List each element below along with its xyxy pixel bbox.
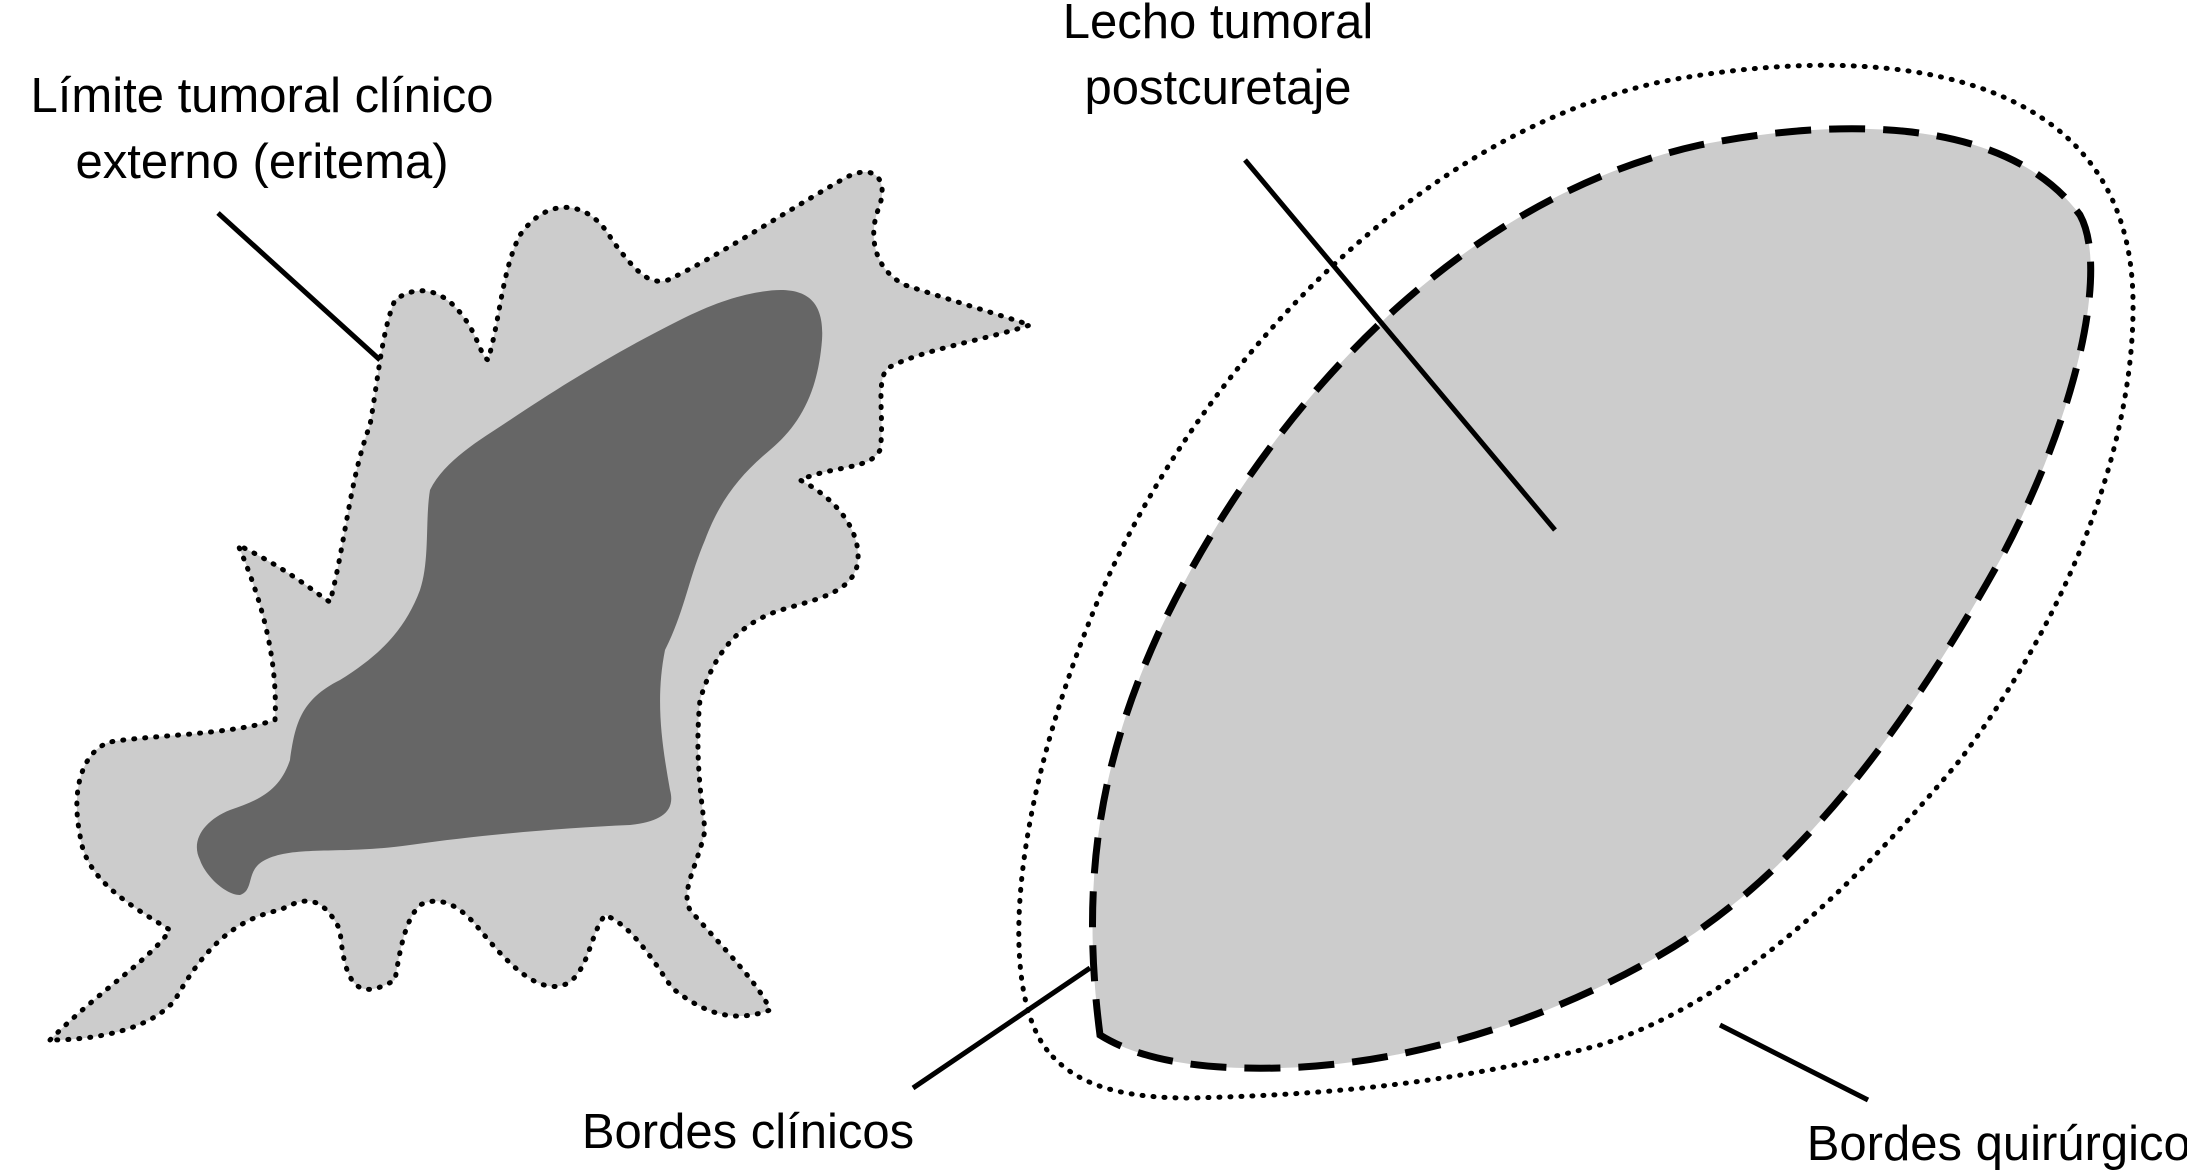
right-tumor-bed-figure — [1016, 62, 2136, 1101]
tumor-bed-leader — [1243, 158, 1557, 532]
tumor-bed — [1089, 125, 2095, 1072]
tumor-bed-label-line1: Lecho tumoral — [1063, 0, 1374, 49]
surgical-border — [1016, 62, 2136, 1101]
surgical-borders-leader — [1718, 1022, 1870, 1103]
clinical-borders-leader — [911, 965, 1092, 1091]
clinical-borders-label: Bordes clínicos — [582, 1105, 914, 1159]
surgical-borders-label: Bordes quirúrgicos — [1807, 1117, 2187, 1171]
tumor-bed-label-line2: postcuretaje — [1085, 61, 1352, 115]
external-limit-label-line1: Límite tumoral clínico — [31, 69, 494, 123]
left-tumor-figure — [43, 169, 1038, 1043]
external-limit-leader — [216, 211, 382, 362]
tumor-core — [196, 289, 823, 895]
external-limit-label-line2: externo (eritema) — [75, 135, 448, 189]
